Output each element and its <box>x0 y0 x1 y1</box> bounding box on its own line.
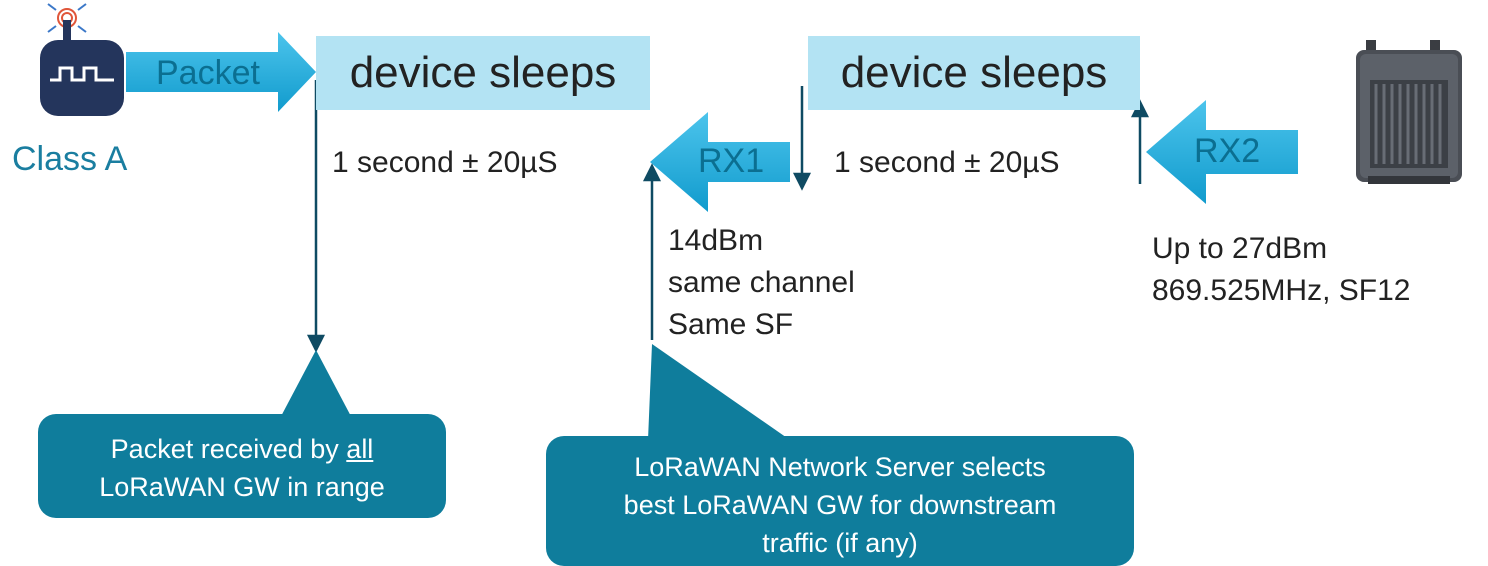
rx1-arrow-label: RX1 <box>698 142 765 180</box>
rx1-param-sf: Same SF <box>668 308 794 341</box>
callout-center <box>546 344 1134 566</box>
sleep-timing-1: 1 second ± 20µS <box>332 146 558 179</box>
sleep-timing-2: 1 second ± 20µS <box>834 146 1060 179</box>
class-a-label: Class A <box>12 140 128 178</box>
callout-left-text: Packet received by all LoRaWAN GW in ran… <box>38 430 446 506</box>
callout-center-line-1: LoRaWAN Network Server selects <box>634 452 1046 482</box>
callout-left-line-1: Packet received by all <box>38 430 446 468</box>
callout-left-emphasis: all <box>346 434 374 464</box>
callout-center-text: LoRaWAN Network Server selects best LoRa… <box>546 448 1134 562</box>
rx2-params: Up to 27dBm 869.525MHz, SF12 <box>1152 228 1410 312</box>
rx1-params: 14dBm same channel Same SF <box>668 220 855 346</box>
device-sleeps-box-2: device sleeps <box>808 36 1140 110</box>
callout-left <box>38 350 446 518</box>
rx1-arrow <box>650 112 790 212</box>
gateway-icon <box>1356 40 1462 184</box>
rx2-arrow-label: RX2 <box>1194 132 1261 170</box>
device-sleeps-box-1: device sleeps <box>316 36 650 110</box>
callout-center-line-2: best LoRaWAN GW for downstream <box>623 490 1057 520</box>
rx2-arrow <box>1146 100 1298 204</box>
callout-left-line-2: LoRaWAN GW in range <box>99 472 385 502</box>
rx1-param-channel: same channel <box>668 266 855 299</box>
rx2-param-frequency: 869.525MHz, SF12 <box>1152 274 1411 307</box>
device-sleeps-label-2: device sleeps <box>840 48 1108 97</box>
device-sleeps-label-1: device sleeps <box>349 48 617 97</box>
packet-arrow-label: Packet <box>156 54 260 92</box>
callout-center-line-3: traffic (if any) <box>762 528 918 558</box>
rx2-param-power: Up to 27dBm <box>1152 232 1328 265</box>
packet-arrow <box>126 32 316 112</box>
rx1-param-power: 14dBm <box>668 224 764 257</box>
lora-device-icon <box>40 3 124 116</box>
callout-left-pre: Packet received by <box>110 434 347 464</box>
